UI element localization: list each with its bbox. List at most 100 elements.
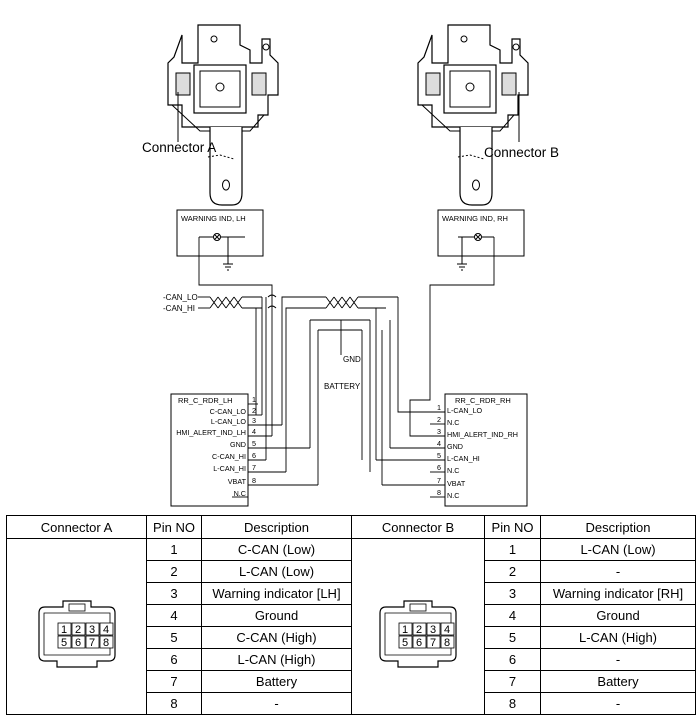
pin-b-number: 2 <box>484 560 541 583</box>
ground-rh-icon <box>457 263 467 271</box>
radar-bracket-lh-image <box>167 24 279 206</box>
warning-ind-rh-label: WARNING IND, RH <box>442 214 508 223</box>
pin-a-description: - <box>201 692 352 715</box>
pin-b-description: - <box>540 560 696 583</box>
table-header-cell: Description <box>201 515 352 539</box>
connector-a-pin-label: 4 <box>102 624 108 636</box>
connector-b-pin-label: 1 <box>402 624 408 636</box>
ecu-lh-pin-name: L-CAN_HI <box>213 464 246 473</box>
pin-b-number: 4 <box>484 604 541 627</box>
pin-b-description: Battery <box>540 670 696 693</box>
ecu-rh-pin-number: 2 <box>437 415 441 424</box>
ecu-rh-pin-name: L-CAN_LO <box>447 406 483 415</box>
ecu-rh-pin-number: 1 <box>437 403 441 412</box>
ecu-rh-pin-number: 4 <box>437 439 441 448</box>
ecu-rh-pin-name: N.C <box>447 491 459 500</box>
pin-b-number: 7 <box>484 670 541 693</box>
ecu-rh-pin-name: HMI_ALERT_IND_RH <box>447 430 518 439</box>
pin-b-number: 6 <box>484 648 541 671</box>
ecu-rh-title: RR_C_RDR_RH <box>455 396 511 405</box>
ecu-lh-pin-name: HMI_ALERT_IND_LH <box>176 428 246 437</box>
connector-a-label: Connector A <box>142 140 216 155</box>
connector-a-pin-label: 2 <box>74 624 80 636</box>
gnd-label: GND <box>343 355 361 364</box>
table-row: 8-8- <box>7 692 696 715</box>
battery-label: BATTERY <box>324 382 361 391</box>
pin-a-number: 8 <box>146 692 202 715</box>
pin-a-description: Battery <box>201 670 352 693</box>
pin-a-number: 1 <box>146 538 202 561</box>
ecu-lh-box <box>170 393 249 507</box>
connector-b-pin-label: 7 <box>430 637 436 649</box>
ecu-rh-pin-name: L-CAN_HI <box>447 454 480 463</box>
connector-b-pin-label: 2 <box>416 624 422 636</box>
ecu-rh-pin-number: 5 <box>437 451 441 460</box>
ecu-rh-pin-name: N.C <box>447 466 459 475</box>
ecu-rh-pin-name: VBAT <box>447 479 466 488</box>
connector-a-pin-label: 5 <box>60 637 66 649</box>
table-header-cell: Pin NO <box>146 515 202 539</box>
ecu-lh-pin-name: C-CAN_LO <box>210 407 247 416</box>
pin-b-description: Warning indicator [RH] <box>540 582 696 605</box>
table-header-cell: Pin NO <box>484 515 541 539</box>
can-hi-label: -CAN_HI <box>163 304 195 313</box>
pin-b-description: L-CAN (High) <box>540 626 696 649</box>
pin-b-number: 5 <box>484 626 541 649</box>
lamp-lh-icon <box>199 233 245 264</box>
ecu-lh-pin-name: L-CAN_LO <box>211 417 247 426</box>
ecu-rh-pin-name: GND <box>447 442 463 451</box>
table-header-cell: Connector A <box>6 515 147 539</box>
connector-b-label: Connector B <box>484 145 559 160</box>
ecu-lh-pin-number: 2 <box>252 406 256 415</box>
ecu-lh-pin-number: 5 <box>252 439 256 448</box>
pin-b-description: L-CAN (Low) <box>540 538 696 561</box>
pin-a-description: Ground <box>201 604 352 627</box>
ecu-lh-pin-number: 6 <box>252 451 256 460</box>
lamp-rh-icon <box>458 233 494 264</box>
connector-b-pin-label: 8 <box>444 637 450 649</box>
connector-b-pin-label: 3 <box>430 624 436 636</box>
ecu-rh-pin-number: 7 <box>437 476 441 485</box>
pin-a-number: 6 <box>146 648 202 671</box>
wiring-harness <box>198 237 495 498</box>
pin-a-description: C-CAN (High) <box>201 626 352 649</box>
connector-b-pin-label: 5 <box>402 637 408 649</box>
ecu-rh-pin-name: N.C <box>447 418 459 427</box>
table-header-cell: Connector B <box>351 515 485 539</box>
ecu-lh-pin-name: GND <box>230 440 246 449</box>
ecu-lh-pin-name: N.C <box>234 489 246 498</box>
can-lo-label: -CAN_LO <box>163 293 198 302</box>
ecu-rh-pin-number: 3 <box>437 427 441 436</box>
connector-a-pin-label: 8 <box>102 637 108 649</box>
wiring-diagram: Connector A Connector B WARNING IND, LH … <box>142 24 559 507</box>
pin-a-number: 4 <box>146 604 202 627</box>
warning-ind-lh-label: WARNING IND, LH <box>181 214 246 223</box>
ecu-lh-pin-name: VBAT <box>228 477 247 486</box>
ecu-rh-pin-number: 6 <box>437 463 441 472</box>
ecu-lh-title: RR_C_RDR_LH <box>178 396 233 405</box>
pin-b-description: - <box>540 692 696 715</box>
connector-a-pin-label: 6 <box>74 637 80 649</box>
ground-lh-icon <box>223 263 233 271</box>
warning-ind-lh-box <box>176 209 264 257</box>
warning-ind-rh-box <box>437 209 525 257</box>
pin-a-description: C-CAN (Low) <box>201 538 352 561</box>
connector-a-pin-label: 3 <box>88 624 94 636</box>
ecu-lh-pin-number: 1 <box>252 395 256 404</box>
ecu-rh-box <box>444 393 528 507</box>
ecu-lh-pin-number: 8 <box>252 476 256 485</box>
connector-b-pin-label: 4 <box>444 624 450 636</box>
pin-b-description: - <box>540 648 696 671</box>
ecu-lh-pin-number: 7 <box>252 463 256 472</box>
pin-b-description: Ground <box>540 604 696 627</box>
